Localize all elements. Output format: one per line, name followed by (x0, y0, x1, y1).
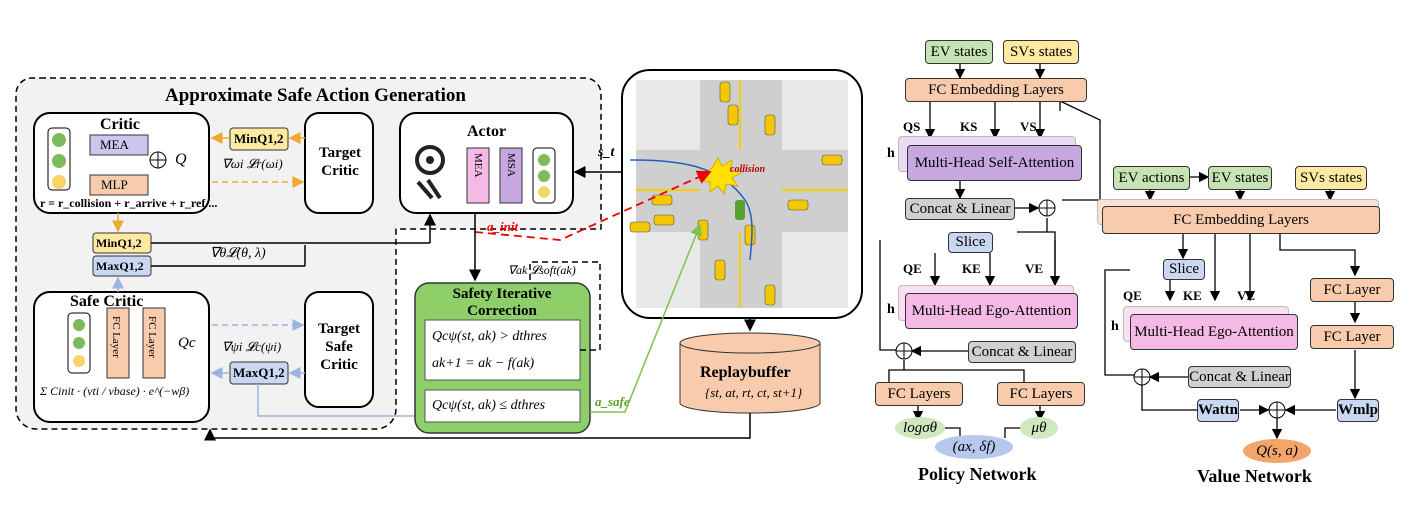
value-ve: VE (1237, 288, 1256, 303)
grad-critic: ∇ωi 𝓛r(ωi) (222, 156, 283, 171)
sic-title: Safety Iterative Correction (452, 286, 552, 319)
value-ev-states: EV states (1208, 166, 1272, 190)
policy-vs: VS (1020, 119, 1037, 134)
value-w-mlp: Wmlp (1337, 399, 1379, 422)
policy-ve: VE (1025, 261, 1044, 276)
policy-qs: QS (903, 119, 921, 134)
policy-caption: Policy Network (918, 464, 1037, 484)
asag-title: Approximate Safe Action Generation (165, 85, 466, 106)
value-slice: Slice (1163, 259, 1205, 280)
sic-eq3: Qcψ(st, ak) ≤ dthres (432, 398, 546, 413)
actor-msa: MSA (505, 153, 517, 177)
reward-formula: r = r_collision + r_arrive + r_ref ... (40, 196, 218, 210)
policy-ev-states: EV states (925, 40, 993, 64)
replay-title: Replaybuffer (700, 364, 791, 381)
critic-title: Critic (100, 116, 140, 133)
policy-fc-embed: FC Embedding Layers (905, 78, 1087, 102)
value-fc2: FC Layer (1310, 325, 1394, 349)
value-w-attn: Wattn (1197, 399, 1239, 422)
value-h: h (1111, 319, 1119, 334)
min-q-top: MinQ1,2 (234, 131, 284, 146)
policy-ks: KS (960, 119, 978, 134)
target-critic-label: Target Critic (319, 145, 361, 179)
grad-actor: ∇θ𝓛(θ, λ) (210, 246, 266, 261)
safe-critic-title: Safe Critic (70, 293, 144, 310)
grad-soft: ∇ak 𝓛soft(ak) (508, 263, 576, 277)
value-svs-states: SVs states (1295, 166, 1367, 190)
policy-mhsa: Multi-Head Self-Attention (907, 145, 1082, 181)
collision-label: collision (730, 164, 766, 175)
policy-fc-left: FC Layers (875, 382, 963, 406)
target-critic-box (304, 112, 374, 214)
min-q-mid: MinQ1,2 (96, 236, 142, 250)
sic-eq2: ak+1 = ak − f(ak) (432, 356, 535, 371)
safe-fc1: FC Layer (110, 316, 122, 358)
policy-mhea: Multi-Head Ego-Attention (905, 293, 1078, 329)
policy-svs-states: SVs states (1003, 40, 1079, 64)
a-safe-label: a_safe (595, 394, 630, 409)
max-q-bottom: MaxQ1,2 (233, 365, 285, 380)
value-caption: Value Network (1197, 466, 1312, 486)
critic-box (33, 112, 210, 214)
policy-h1: h (887, 146, 895, 161)
value-q: Q(s, a) (1243, 439, 1311, 463)
value-ev-actions: EV actions (1113, 166, 1190, 190)
max-q-mid: MaxQ1,2 (96, 259, 144, 273)
target-safe-critic-label: Target Safe Critic (318, 321, 360, 373)
actor-mea: MEA (472, 153, 484, 178)
value-fc-embed: FC Embedding Layers (1102, 206, 1380, 234)
a-init-label: a_init (487, 219, 519, 234)
policy-action: (ax, δf) (935, 435, 1013, 459)
critic-q: Q (175, 151, 187, 168)
critic-mlp: MLP (101, 177, 128, 192)
policy-concat2: Concat & Linear (968, 341, 1076, 363)
policy-slice: Slice (948, 232, 993, 253)
policy-h2: h (887, 302, 895, 317)
value-ke: KE (1183, 288, 1202, 303)
policy-log-sigma: logσθ (895, 417, 945, 439)
s-t-label: s_t (598, 145, 615, 160)
policy-concat1: Concat & Linear (905, 198, 1015, 220)
critic-mea: MEA (100, 137, 129, 152)
value-qe: QE (1123, 288, 1142, 303)
safe-formula: Σ Cinit · (vti / vbase) · e^(−wβ) (40, 384, 190, 398)
value-concat: Concat & Linear (1188, 366, 1291, 388)
policy-ke: KE (962, 261, 981, 276)
actor-title: Actor (467, 123, 507, 140)
value-fc1: FC Layer (1310, 278, 1394, 302)
target-safe-critic-box (304, 291, 374, 408)
grad-safe: ∇ψi 𝓛c(ψi) (222, 339, 282, 354)
policy-qe: QE (903, 261, 922, 276)
policy-fc-right: FC Layers (997, 382, 1085, 406)
safe-qc: Qc (178, 335, 196, 351)
safe-fc2: FC Layer (146, 316, 158, 358)
sic-eq1: Qcψ(st, ak) > dthres (432, 329, 547, 344)
value-mhea: Multi-Head Ego-Attention (1130, 314, 1298, 350)
policy-mu: μθ (1020, 417, 1058, 439)
replay-tuple: {st, at, rt, ct, st+1} (705, 385, 803, 400)
